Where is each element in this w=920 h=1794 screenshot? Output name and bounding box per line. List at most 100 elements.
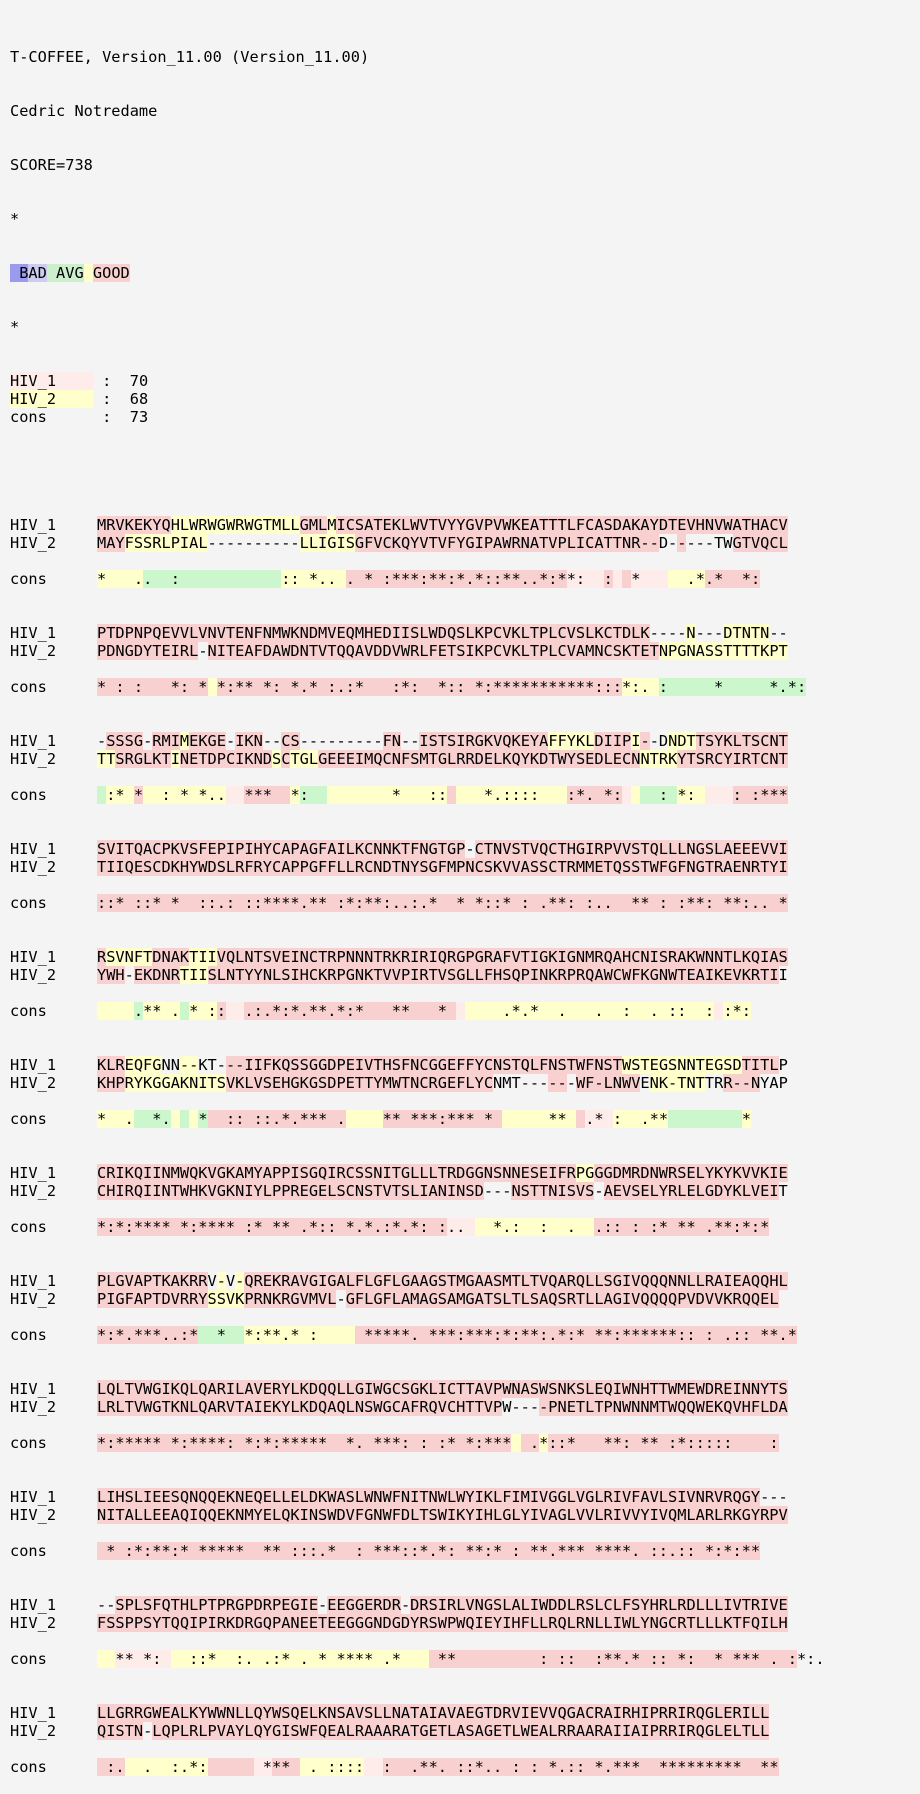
header-star: * — [10, 210, 20, 228]
residue-string: YWH-EKDNRTIISLNTYYNLSIHCKRPGNKTVVPIRTVSG… — [97, 966, 788, 984]
alignment-block: HIV_1 CRIKQIINMWQKVGKAMYAPPISGQIRCSSNITGL… — [10, 1164, 825, 1272]
residue-string: SVITQACPKVSFEPIPIHYCAPAGFAILKCNNKTFNGTGP… — [97, 840, 788, 858]
residue-string: RSVNFTDNAKTIIVQLNTSVEINCTRPNNNTRKRIRIQRG… — [97, 948, 788, 966]
alignment-block: HIV_1 RSVNFTDNAKTIIVQLNTSVEINCTRPNNNTRKRI… — [10, 948, 825, 1056]
alignment-score: SCORE=738 — [10, 156, 93, 174]
row-label: HIV_1 — [10, 1488, 57, 1506]
sequence-row: HIV_1 RSVNFTDNAKTIIVQLNTSVEINCTRPNNNTRKRI… — [10, 948, 825, 966]
residue-string: PTDPNPQEVVLVNVTENFNMWKNDMVEQMHEDIISLWDQS… — [97, 624, 788, 642]
sequence-row: HIV_1 SVITQACPKVSFEPIPIHYCAPAGFAILKCNNKTF… — [10, 840, 825, 858]
row-label: HIV_1 — [10, 1272, 57, 1290]
residue-string: NITALLEEAQIQQEKNMYELQKINSWDVFGNWFDLTSWIK… — [97, 1506, 788, 1524]
score-value: : 68 — [92, 390, 149, 408]
score-sequence-name: HIV_1 — [10, 372, 93, 390]
row-label: HIV_2 — [10, 1290, 57, 1308]
consensus-row: cons*:*:**** *:**** :* ** .*:: *.*.:*.*:… — [10, 1218, 825, 1236]
alignment-block: HIV_1 PTDPNPQEVVLVNVTENFNMWKNDMVEQMHEDIIS… — [10, 624, 825, 732]
alignment-block: HIV_1 MRVKEKYQHLWRWGWRWGTMLLGMLMICSATEKLW… — [10, 516, 825, 624]
row-label: cons — [10, 1650, 47, 1668]
row-label: HIV_2 — [10, 1506, 57, 1524]
sequence-row: HIV_2 TTSRGLKTINETDPCIKNDSCTGLGEEEIMQCNFS… — [10, 750, 825, 768]
row-label: HIV_2 — [10, 1722, 57, 1740]
row-label: HIV_1 — [10, 840, 57, 858]
residue-string: CRIKQIINMWQKVGKAMYAPPISGQIRCSSNITGLLLTRD… — [97, 1164, 788, 1182]
row-label: cons — [10, 1758, 47, 1776]
residue-string: *:***** *:****: *:*:***** *. ***: : :* *… — [97, 1434, 779, 1452]
row-label: HIV_2 — [10, 642, 57, 660]
residue-string: * . *. * :: ::.*.*** . ** ***:*** * ** .… — [97, 1110, 752, 1128]
residue-string: CHIRQIINTWHKVGKNIYLPPREGELSCNSTVTSLIANIN… — [97, 1182, 788, 1200]
legend-bad: B — [10, 264, 29, 282]
row-label: HIV_1 — [10, 948, 57, 966]
alignment-block: HIV_1 -SSSG-RMIMEKGE-IKN--CS---------FN--… — [10, 732, 825, 840]
score-line: HIV_1 : 70 — [10, 372, 825, 390]
row-label: HIV_1 — [10, 516, 57, 534]
residue-string: PLGVAPTKAKRRV-V-QREKRAVGIGALFLGFLGAAGSTM… — [97, 1272, 788, 1290]
row-label: HIV_2 — [10, 1074, 57, 1092]
residue-string: TTSRGLKTINETDPCIKNDSCTGLGEEEIMQCNFSMTGLR… — [97, 750, 788, 768]
sequence-row: HIV_2 FSSPPSYTQQIPIRKDRGQPANEETEEGGGNDGDY… — [10, 1614, 825, 1632]
sequence-row: HIV_1 CRIKQIINMWQKVGKAMYAPPISGQIRCSSNITGL… — [10, 1164, 825, 1182]
row-label: cons — [10, 1110, 47, 1128]
residue-string: *:*.***..:* * *:**.* : *****. ***:***:*:… — [97, 1326, 797, 1344]
alignment-blocks: HIV_1 MRVKEKYQHLWRWGWRWGTMLLGMLMICSATEKLW… — [10, 516, 825, 1776]
row-label: HIV_2 — [10, 534, 57, 552]
score-line: HIV_2 : 68 — [10, 390, 825, 408]
score-value: : 70 — [92, 372, 149, 390]
alignment-document: T-COFFEE, Version_11.00 (Version_11.00) … — [10, 12, 825, 1794]
score-sequence-name: cons — [10, 408, 93, 426]
residue-string: LIHSLIEESQNQQEKNEQELLELDKWASLWNWFNITNWLW… — [97, 1488, 788, 1506]
residue-string: LLGRRGWEALKYWWNLLQYWSQELKNSAVSLLNATAIAVA… — [97, 1704, 770, 1722]
author-name: Cedric Notredame — [10, 102, 158, 120]
row-label: HIV_2 — [10, 858, 57, 876]
row-label: HIV_1 — [10, 732, 57, 750]
residue-string: *:*:**** *:**** :* ** .*:: *.*.:*.*: :..… — [97, 1218, 770, 1236]
row-label: HIV_1 — [10, 1596, 57, 1614]
consensus-row: cons :* * : * *.. *** *: * :: *.:::: :*.… — [10, 786, 825, 804]
consensus-row: cons*:*.***..:* * *:**.* : *****. ***:**… — [10, 1326, 825, 1344]
score-line: cons : 73 — [10, 408, 825, 426]
row-label: HIV_1 — [10, 1164, 57, 1182]
residue-string: * : : *: * *:** *: *.* :.:* :*: *:: *:**… — [97, 678, 807, 696]
row-label: cons — [10, 1434, 47, 1452]
consensus-row: cons::* ::* * ::.: ::****.** :*:**:..:.*… — [10, 894, 825, 912]
row-label: HIV_2 — [10, 966, 57, 984]
row-label: cons — [10, 678, 47, 696]
consensus-row: cons .** . * :: .:.*:*.**.*:* ** * .*.* … — [10, 1002, 825, 1020]
residue-string: :. . :.*: *** . :::: : .**. ::*.. : : *.… — [97, 1758, 779, 1776]
row-label: HIV_1 — [10, 1704, 57, 1722]
row-label: HIV_1 — [10, 624, 57, 642]
header-star: * — [10, 318, 20, 336]
alignment-block: HIV_1 SVITQACPKVSFEPIPIHYCAPAGFAILKCNNKTF… — [10, 840, 825, 948]
residue-string: PIGFAPTDVRRYSSVKPRNKRGVMVL-GFLGFLAMAGSAM… — [97, 1290, 779, 1308]
consensus-row: cons* .. : :: *.. . * :***:**:*.*::**..*… — [10, 570, 825, 588]
sequence-row: HIV_2 YWH-EKDNRTIISLNTYYNLSIHCKRPGNKTVVPI… — [10, 966, 825, 984]
sequence-row: HIV_2 NITALLEEAQIQQEKNMYELQKINSWDVFGNWFDL… — [10, 1506, 825, 1524]
residue-string: LRLTVWGTKNLQARVTAIEKYLKDQAQLNSWGCAFRQVCH… — [97, 1398, 788, 1416]
alignment-block: HIV_1 PLGVAPTKAKRRV-V-QREKRAVGIGALFLGFLGA… — [10, 1272, 825, 1380]
residue-string: -SSSG-RMIMEKGE-IKN--CS---------FN--ISTSI… — [97, 732, 788, 750]
residue-string: * :*:**:* ***** ** :::.* : ***::*.*: **:… — [97, 1542, 761, 1560]
sequence-row: HIV_1 LLGRRGWEALKYWWNLLQYWSQELKNSAVSLLNAT… — [10, 1704, 825, 1722]
consensus-row: cons :. . :.*: *** . :::: : .**. ::*.. :… — [10, 1758, 825, 1776]
row-label: HIV_2 — [10, 750, 57, 768]
residue-string: QISTN-LQPLRLPVAYLQYGISWFQEALRAAARATGETLA… — [97, 1722, 770, 1740]
color-legend: BAD AVG GOOD — [10, 264, 130, 282]
residue-string: PDNGDYTEIRL-NITEAFDAWDNTVTQQAVDDVWRLFETS… — [97, 642, 788, 660]
residue-string: FSSPPSYTQQIPIRKDRGQPANEETEEGGGNDGDYRSWPW… — [97, 1614, 788, 1632]
residue-string: :* * : * *.. *** *: * :: *.:::: :*. *: :… — [97, 786, 788, 804]
row-label: cons — [10, 1002, 47, 1020]
residue-string: MRVKEKYQHLWRWGWRWGTMLLGMLMICSATEKLWVTVYY… — [97, 516, 788, 534]
residue-string: * .. : :: *.. . * :***:**:*.*::**..*:**:… — [97, 570, 761, 588]
row-label: HIV_2 — [10, 1614, 57, 1632]
sequence-row: HIV_2 PDNGDYTEIRL-NITEAFDAWDNTVTQQAVDDVWR… — [10, 642, 825, 660]
alignment-block: HIV_1 LLGRRGWEALKYWWNLLQYWSQELKNSAVSLLNAT… — [10, 1704, 825, 1776]
sequence-row: HIV_1 PTDPNPQEVVLVNVTENFNMWKNDMVEQMHEDIIS… — [10, 624, 825, 642]
sequence-row: HIV_1 -SSSG-RMIMEKGE-IKN--CS---------FN--… — [10, 732, 825, 750]
